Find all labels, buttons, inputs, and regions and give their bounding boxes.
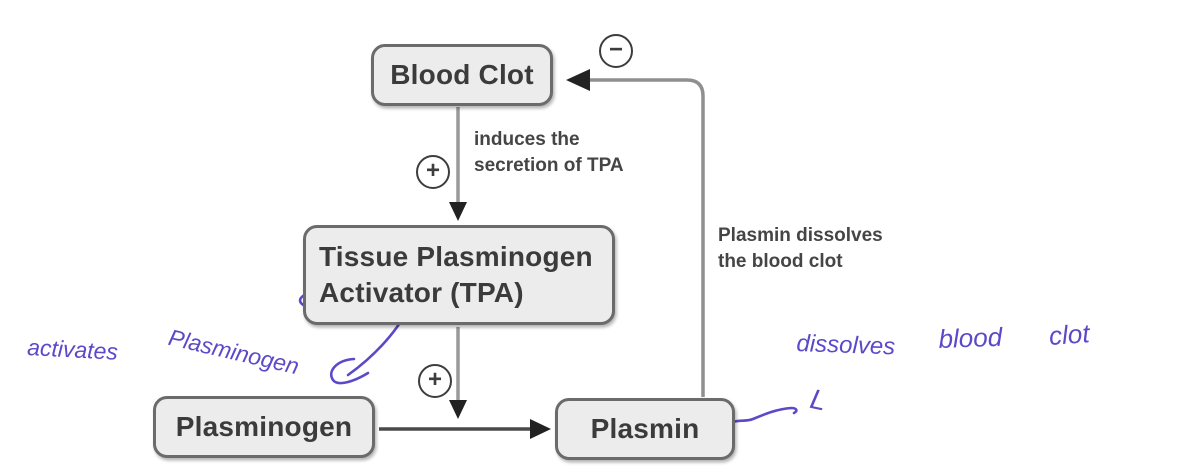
plus-sign-glyph-top: + — [425, 157, 440, 184]
node-tpa-label-line1: Tissue Plasminogen — [319, 241, 593, 272]
arrow-tpa-down — [449, 327, 467, 419]
handwritten-note-clot: clot — [1048, 318, 1091, 351]
arrow-plasminogen-to-plasmin — [379, 419, 551, 439]
minus-sign-glyph: − — [608, 36, 623, 63]
node-plasmin-label: Plasmin — [590, 413, 700, 444]
edge-label-induces-secretion: induces the secretion of TPA — [474, 127, 624, 179]
node-blood-clot-label: Blood Clot — [390, 59, 534, 90]
edge-label-dissolves-line2: the blood clot — [718, 251, 843, 272]
node-plasmin: Plasmin — [555, 398, 735, 460]
plus-sign-glyph-bottom: + — [427, 366, 442, 393]
node-blood-clot: Blood Clot — [371, 44, 553, 106]
ink-arrow-hook — [330, 357, 370, 385]
handwritten-note-plasminogen: Plasminogen — [166, 324, 302, 380]
edge-label-dissolves-line1: Plasmin dissolves — [718, 225, 883, 246]
handwritten-note-activates: activates — [26, 334, 119, 365]
edge-label-induces-line2: secretion of TPA — [474, 155, 624, 176]
node-plasminogen: Plasminogen — [153, 396, 375, 458]
node-tpa: Tissue Plasminogen Activator (TPA) — [303, 225, 615, 325]
handwritten-letter-mark: L — [807, 383, 830, 417]
edge-label-plasmin-dissolves: Plasmin dissolves the blood clot — [718, 223, 883, 275]
edge-label-induces-line1: induces the — [474, 129, 580, 150]
arrow-clot-to-tpa — [449, 107, 467, 221]
node-plasminogen-label: Plasminogen — [175, 411, 353, 442]
node-tpa-label-line2: Activator (TPA) — [319, 277, 524, 308]
handwritten-note-dissolves: dissolves — [796, 330, 896, 361]
plus-sign-icon-top: + — [416, 155, 450, 189]
plus-sign-icon-bottom: + — [418, 364, 452, 398]
minus-sign-icon: − — [599, 34, 633, 68]
handwritten-note-blood: blood — [938, 321, 1003, 354]
ink-squiggle-from-plasmin — [724, 406, 798, 430]
